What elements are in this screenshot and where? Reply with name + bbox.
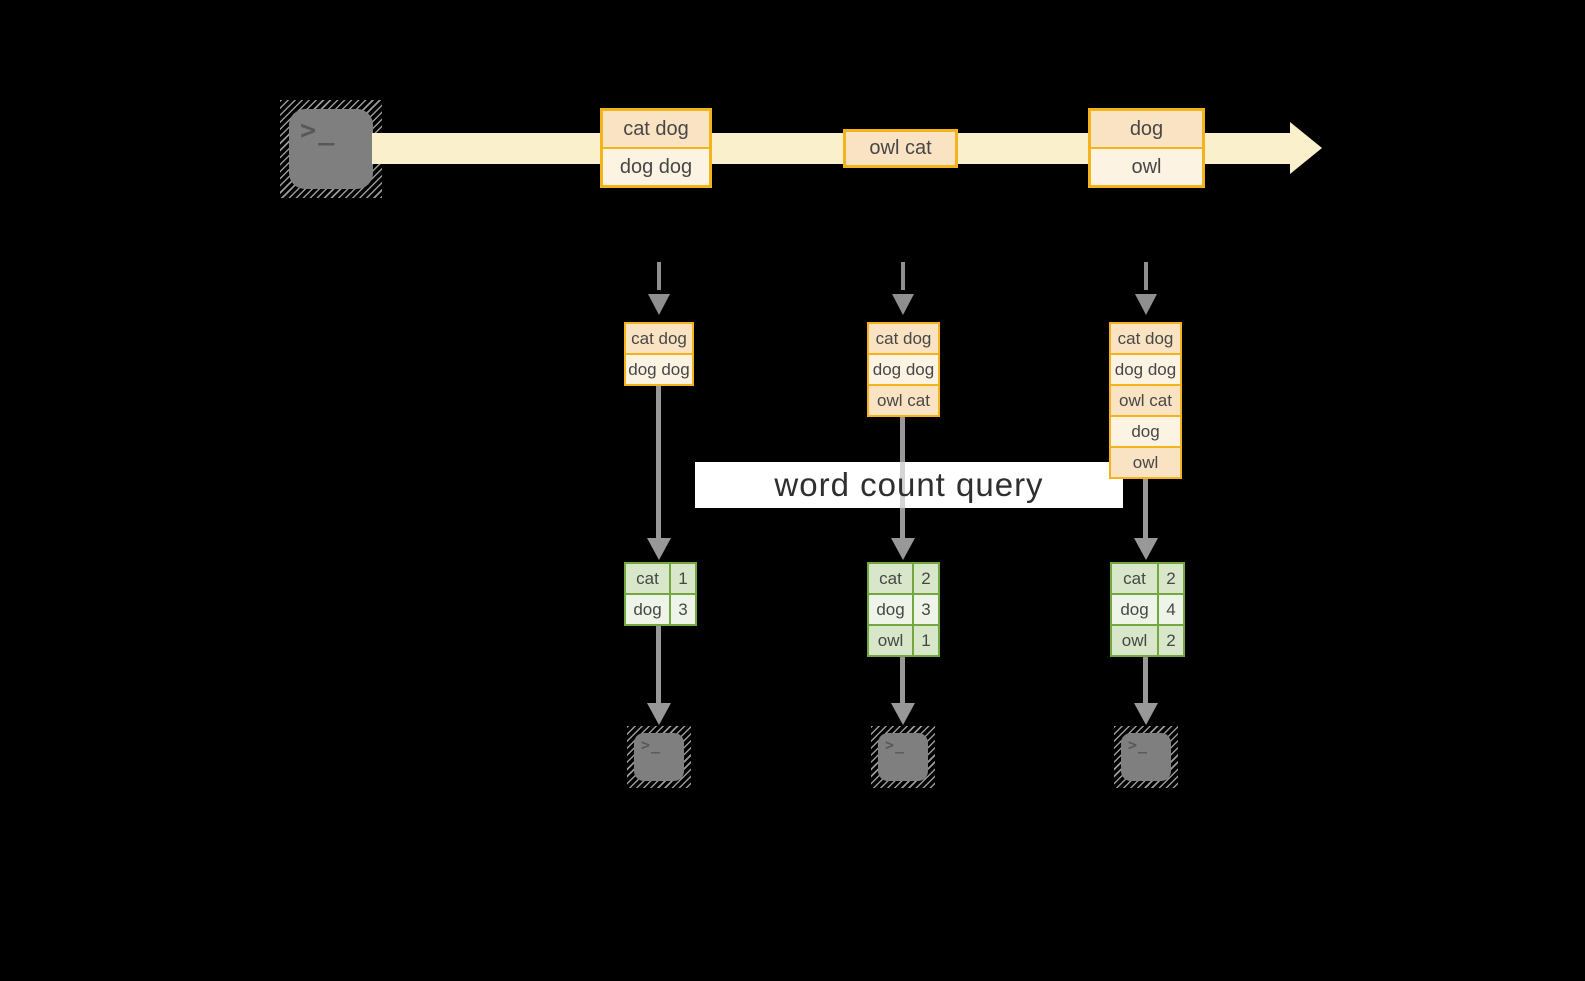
stream-batch-2: owl cat — [843, 129, 958, 168]
terminal-screen: >_ — [878, 733, 928, 781]
count-word-cell: cat — [1112, 564, 1157, 593]
count-word-cell: owl — [869, 626, 912, 655]
count-word-cell: dog — [869, 595, 912, 624]
count-value-cell: 1 — [671, 564, 695, 593]
word-record-cell: owl — [1111, 448, 1180, 477]
stream-arrowhead-icon — [1290, 122, 1322, 174]
output-arrowhead-2-icon — [891, 703, 915, 725]
word-record-cell: cat dog — [869, 324, 938, 353]
word-record-cell: cat dog — [1111, 324, 1180, 353]
terminal-prompt-icon: >_ — [300, 115, 337, 146]
terminal-prompt-icon: >_ — [885, 736, 906, 754]
word-record-cell: owl cat — [846, 132, 955, 165]
query-arrowhead-2-icon — [891, 538, 915, 560]
count-word-cell: cat — [869, 564, 912, 593]
output-arrowhead-3-icon — [1134, 703, 1158, 725]
output-arrowhead-1-icon — [647, 703, 671, 725]
terminal-screen: >_ — [1121, 733, 1171, 781]
word-record-cell: dog dog — [869, 355, 938, 384]
ingest-arrow-3 — [1144, 262, 1148, 290]
word-record-cell: cat dog — [626, 324, 692, 353]
count-value-cell: 2 — [914, 564, 938, 593]
word-record-cell: dog dog — [626, 355, 692, 384]
word-record-cell: dog dog — [603, 149, 709, 185]
query-arrowhead-3-icon — [1134, 538, 1158, 560]
query-label: word count query — [774, 466, 1044, 503]
source-terminal-icon: >_ — [280, 100, 382, 198]
output-arrow-1 — [656, 626, 661, 703]
count-word-cell: cat — [626, 564, 669, 593]
output-arrow-2 — [900, 657, 905, 703]
terminal-screen: >_ — [634, 733, 684, 781]
count-value-cell: 4 — [1159, 595, 1183, 624]
ingest-arrowhead-3-icon — [1135, 294, 1157, 315]
query-label-box: word count query — [695, 462, 1123, 508]
word-record-cell: dog — [1111, 417, 1180, 446]
terminal-prompt-icon: >_ — [1128, 736, 1149, 754]
word-record-cell: cat dog — [603, 111, 709, 147]
query-arrow-1 — [656, 386, 661, 538]
word-record-cell: dog — [1091, 111, 1202, 147]
sink-terminal-1-icon: >_ — [627, 726, 691, 788]
query-arrowhead-1-icon — [647, 538, 671, 560]
word-record-cell: owl — [1091, 149, 1202, 185]
sink-terminal-2-icon: >_ — [871, 726, 935, 788]
count-word-cell: owl — [1112, 626, 1157, 655]
word-record-cell: dog dog — [1111, 355, 1180, 384]
ingest-arrow-1 — [657, 262, 661, 290]
arrow-through-line — [900, 462, 905, 508]
terminal-screen: >_ — [289, 109, 373, 189]
sink-terminal-3-icon: >_ — [1114, 726, 1178, 788]
query-arrow-3 — [1143, 479, 1148, 538]
count-word-cell: dog — [1112, 595, 1157, 624]
ingest-arrow-2 — [901, 262, 905, 290]
count-word-cell: dog — [626, 595, 669, 624]
word-record-cell: owl cat — [869, 386, 938, 415]
terminal-prompt-icon: >_ — [641, 736, 662, 754]
count-value-cell: 2 — [1159, 564, 1183, 593]
count-value-cell: 2 — [1159, 626, 1183, 655]
count-value-cell: 1 — [914, 626, 938, 655]
output-arrow-3 — [1143, 657, 1148, 703]
word-record-cell: owl cat — [1111, 386, 1180, 415]
ingest-arrowhead-1-icon — [648, 294, 670, 315]
count-value-cell: 3 — [671, 595, 695, 624]
count-value-cell: 3 — [914, 595, 938, 624]
ingest-arrowhead-2-icon — [892, 294, 914, 315]
